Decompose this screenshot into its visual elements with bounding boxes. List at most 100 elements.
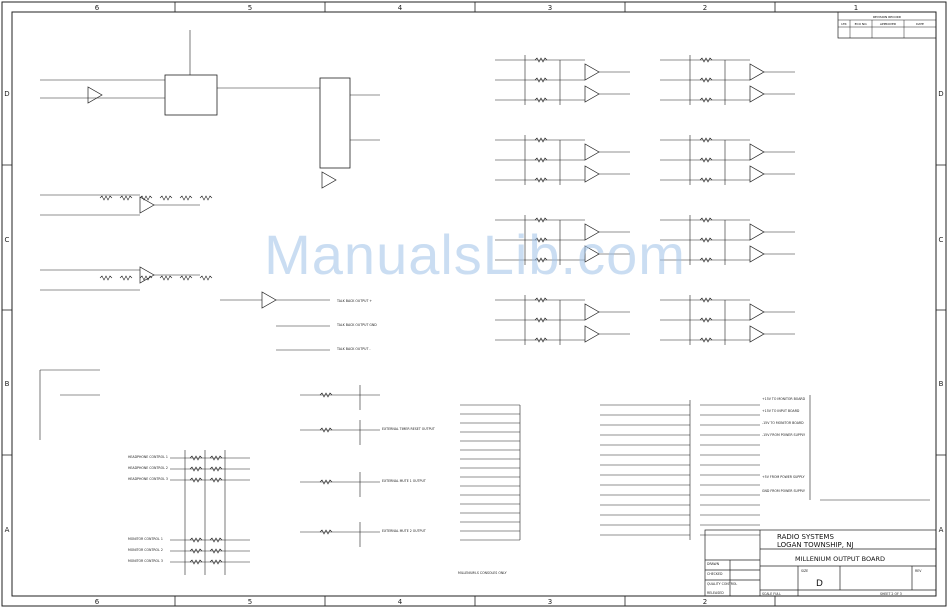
quality-label: QUALITY CONTROL: [707, 582, 737, 586]
resistor-channel-2-b: [534, 237, 548, 243]
resistor-channel-3-c: [534, 337, 548, 343]
col-label-6-bottom: 6: [95, 598, 100, 606]
resistor-channel-5-a: [699, 137, 713, 143]
resistor-channel-1-c: [534, 177, 548, 183]
opamp-channel-2-b: [584, 245, 600, 263]
resistor-hp-mon-0: [189, 455, 203, 461]
resistor-cue-3: [159, 195, 173, 201]
title-block-main: RADIO SYSTEMS LOGAN TOWNSHIP, NJ MILLENI…: [777, 533, 885, 589]
resistor-hp-mon-b-4: [209, 548, 223, 554]
opamp-channel-4-a: [749, 63, 765, 81]
output-amplifier-ic: [319, 77, 351, 169]
row-label-a: A: [5, 526, 10, 534]
resistor-hp-mon-b-1: [209, 466, 223, 472]
resistor-hp-mon-b-3: [209, 537, 223, 543]
row-label-c: C: [5, 236, 10, 244]
power-label-3: -15V TO MONITOR BOARD: [762, 421, 804, 425]
col-label-5: 5: [248, 4, 252, 12]
resistor-ext-2: [319, 479, 333, 485]
opamp-channel-0-a: [584, 63, 600, 81]
resistor-channel-2-c: [534, 257, 548, 263]
row-label-d-right: D: [938, 90, 943, 98]
headphone-control-3: HEADPHONE CONTROL 3: [128, 477, 168, 481]
power-label-5: +5V FROM POWER SUPPLY: [762, 475, 805, 479]
resistor-channel-6-b: [699, 237, 713, 243]
scale-label: SCALE FULL: [762, 592, 781, 596]
opamp-channel-3-b: [584, 325, 600, 343]
opamp-channel-2-a: [584, 223, 600, 241]
monitor-control-2: MONITOR CONTROL 2: [128, 548, 163, 552]
drawing-frame: [11, 11, 937, 597]
power-label-1: +15V TO MONITOR BOARD: [762, 397, 806, 401]
resistor-channel-7-c: [699, 337, 713, 343]
headphone-control-2: HEADPHONE CONTROL 2: [128, 466, 168, 470]
resistor-ext-3: [319, 529, 333, 535]
resistor-channel-7-a: [699, 297, 713, 303]
col-label-4-bottom: 4: [398, 598, 403, 606]
resistor-channel-1-a: [534, 137, 548, 143]
resistor-cue-5: [199, 195, 213, 201]
talkback-output-gnd: TALK BACK OUTPUT GND: [336, 323, 377, 327]
checked-label: CHECKED: [707, 572, 723, 576]
power-label-4: -15V FROM POWER SUPPLY: [762, 433, 805, 437]
resistor-channel-2-a: [534, 217, 548, 223]
row-label-a-right: A: [939, 526, 944, 534]
opamp-channel-3-a: [584, 303, 600, 321]
resistor-tb-4: [179, 275, 193, 281]
revision-header: REVISION RECORD: [873, 15, 902, 19]
talkback-output-minus: TALK BACK OUTPUT -: [336, 347, 371, 351]
net-labels: HEADPHONE CONTROL 1 HEADPHONE CONTROL 2 …: [128, 299, 806, 575]
resistor-hp-mon-1: [189, 466, 203, 472]
opamp-channel-7-a: [749, 303, 765, 321]
resistor-channel-6-a: [699, 217, 713, 223]
resistor-cue-0: [99, 195, 113, 201]
resistor-cue-2: [139, 195, 153, 201]
column-labels: 6 5 4 3 2 1 6 5 4 3 2: [95, 4, 858, 606]
row-label-c-right: C: [939, 236, 944, 244]
resistor-channel-5-b: [699, 157, 713, 163]
resistor-hp-mon-b-0: [209, 455, 223, 461]
sheet-label: SHEET 2 OF 3: [880, 592, 902, 596]
resistor-tb-1: [119, 275, 133, 281]
talkback-output-plus: TALK BACK OUTPUT +: [336, 299, 372, 303]
resistor-channel-4-b: [699, 77, 713, 83]
revision-col-approved: APPROVED: [880, 22, 897, 26]
revision-block: REVISION RECORD LTR ECO NO. APPROVED DAT…: [837, 11, 937, 39]
col-label-1: 1: [854, 4, 858, 12]
schematic-wiring: [39, 30, 930, 575]
col-label-5-bottom: 5: [248, 598, 252, 606]
revision-col-date: DATE: [916, 22, 924, 26]
col-label-4: 4: [398, 4, 403, 12]
resistor-tb-0: [99, 275, 113, 281]
revision-col-eco: ECO NO.: [855, 22, 868, 26]
opamp-ext-cue: [139, 196, 155, 214]
resistor-channel-3-a: [534, 297, 548, 303]
opamp-channel-4-b: [749, 85, 765, 103]
power-label-6: GND FROM POWER SUPPLY: [762, 489, 805, 493]
drawn-label: DRAWN: [707, 562, 720, 566]
col-label-3-bottom: 3: [548, 598, 552, 606]
resistor-tb-3: [159, 275, 173, 281]
resistor-tb-2: [139, 275, 153, 281]
opamp-amp-aux: [321, 171, 337, 189]
resistor-channel-0-b: [534, 77, 548, 83]
resistor-channel-3-b: [534, 317, 548, 323]
resistor-ext-1: [319, 427, 333, 433]
resistor-hp-mon-5: [189, 559, 203, 565]
company-line-2: LOGAN TOWNSHIP, NJ: [777, 541, 854, 549]
opamp-channel-1-b: [584, 165, 600, 183]
resistor-hp-mon-3: [189, 537, 203, 543]
released-label: RELEASED: [707, 591, 724, 595]
row-label-b-right: B: [939, 380, 944, 388]
rev-label: REV: [915, 569, 922, 573]
power-label-2: +15V TO INPUT BOARD: [762, 409, 800, 413]
resistor-hp-mon-b-5: [209, 559, 223, 565]
opamp-channel-7-b: [749, 325, 765, 343]
col-label-3: 3: [548, 4, 552, 12]
opamp-channel-0-b: [584, 85, 600, 103]
resistor-channel-6-c: [699, 257, 713, 263]
ic-block: [164, 74, 218, 116]
